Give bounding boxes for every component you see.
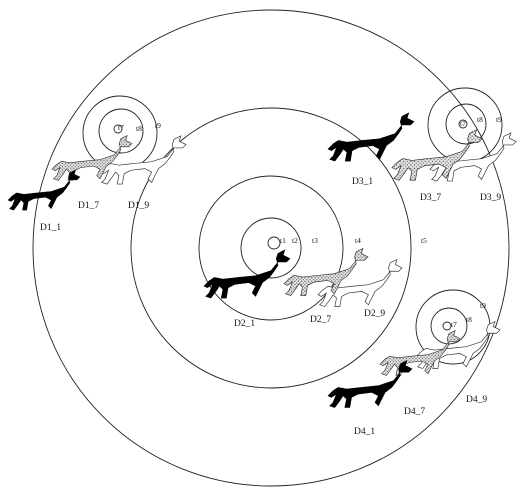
d1-t7-label: t7 [118,123,124,132]
d3-t7-label: t7 [460,119,466,128]
d3-black-animal [328,113,414,161]
d1-ring-t9 [83,96,157,170]
d4-9-label: D4_9 [466,395,487,405]
d4-t8-label: t8 [466,315,472,324]
d2-t5-label: t5 [421,236,427,245]
d2-white-animal [318,259,402,306]
d2-9-label: D2_9 [364,309,385,319]
d4-group: D4_1 D4_7 D4_9 t7 t8 t9 [328,301,500,437]
d3-t9-label: t9 [496,115,502,124]
d4-7-label: D4_7 [404,407,425,417]
d1-9-label: D1_9 [128,201,149,211]
d1-1-label: D1_1 [40,223,61,233]
d3-1-label: D3_1 [352,177,373,187]
d1-ring-system [83,96,157,170]
d1-t8-label: t8 [136,124,142,133]
d3-9-label: D3_9 [480,193,501,203]
d2-1-label: D2_1 [234,319,255,329]
d2-t2-label: t2 [292,236,298,245]
d3-t8-label: t8 [477,115,483,124]
d2-t4-label: t4 [355,236,361,245]
d4-ring-t7 [443,322,451,330]
d2-t3-label: t3 [312,236,318,245]
d3-group: D3_1 D3_7 D3_9 t7 t8 t9 [328,113,516,203]
d4-t7-label: t7 [451,320,457,329]
d1-t9-label: t9 [155,121,161,130]
d4-1-label: D4_1 [354,427,375,437]
central-ring-system [33,10,509,486]
d3-7-label: D3_7 [420,193,441,203]
d1-7-label: D1_7 [78,201,99,211]
d2-t1-label: t1 [280,236,286,245]
ring-t1 [268,237,280,249]
d4-black-animal [328,360,412,407]
d4-t9-label: t9 [480,301,486,310]
d2-7-label: D2_7 [310,315,331,325]
d2-black-animal [204,250,290,298]
